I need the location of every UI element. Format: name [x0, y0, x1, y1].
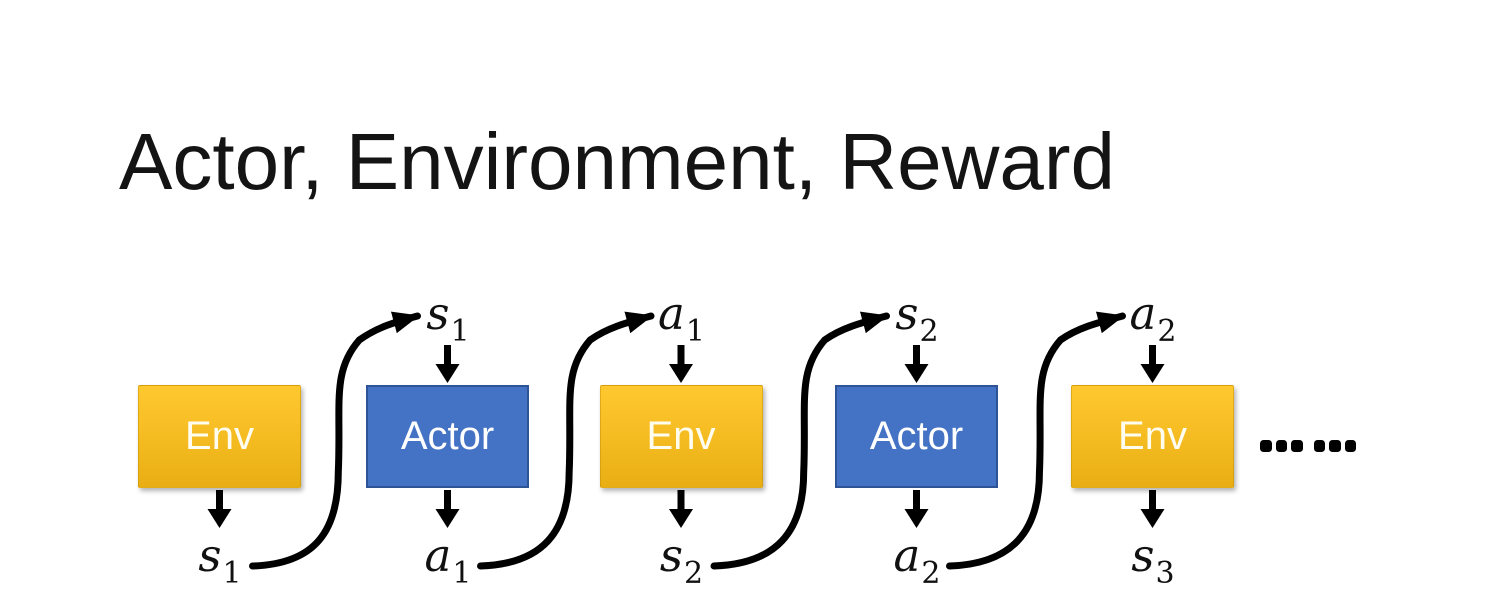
top-label-a2: a2: [1129, 287, 1177, 349]
output-arrow-3-head: [904, 509, 929, 528]
ellipsis-dot: [1260, 440, 1272, 452]
bottom-label-s3: s3: [1131, 529, 1175, 591]
output-arrow-0-head: [207, 509, 232, 528]
input-arrow-2-head: [669, 364, 693, 383]
bottom-label-s1: s1: [198, 529, 242, 591]
ellipsis-dot: [1275, 440, 1287, 452]
input-arrow-4-head: [1140, 364, 1165, 383]
actor-box-2-label: Actor: [869, 414, 964, 458]
slide-title: Actor, Environment, Reward: [119, 117, 1115, 206]
ellipsis: ……: [1260, 440, 1360, 452]
output-arrow-1-head: [435, 509, 460, 528]
actor-box-2: Actor: [835, 385, 998, 488]
env-box-1-label: Env: [185, 414, 254, 458]
input-arrow-1-head: [435, 364, 460, 383]
top-label-s1: s1: [426, 287, 470, 349]
top-label-s2: s2: [895, 287, 939, 349]
env-box-2-label: Env: [646, 414, 716, 458]
bottom-label-s2: s2: [659, 529, 704, 591]
actor-box-1-label: Actor: [400, 414, 495, 458]
env-box-1: Env: [138, 385, 301, 488]
ellipsis-dot: [1344, 440, 1356, 452]
bottom-label-a1: a1: [424, 529, 472, 591]
top-label-a1: a1: [658, 287, 705, 349]
output-arrow-4-head: [1140, 509, 1165, 528]
env-box-3: Env: [1071, 385, 1234, 488]
env-box-3-label: Env: [1118, 414, 1187, 458]
bottom-label-a2: a2: [893, 529, 941, 591]
ellipsis-dot: [1291, 440, 1303, 452]
ellipsis-dot: [1313, 440, 1325, 452]
ellipsis-dot: [1329, 440, 1341, 452]
env-box-2: Env: [599, 385, 763, 488]
output-arrow-2-head: [669, 509, 693, 528]
input-arrow-3-head: [904, 364, 929, 383]
actor-box-1: Actor: [366, 385, 529, 488]
